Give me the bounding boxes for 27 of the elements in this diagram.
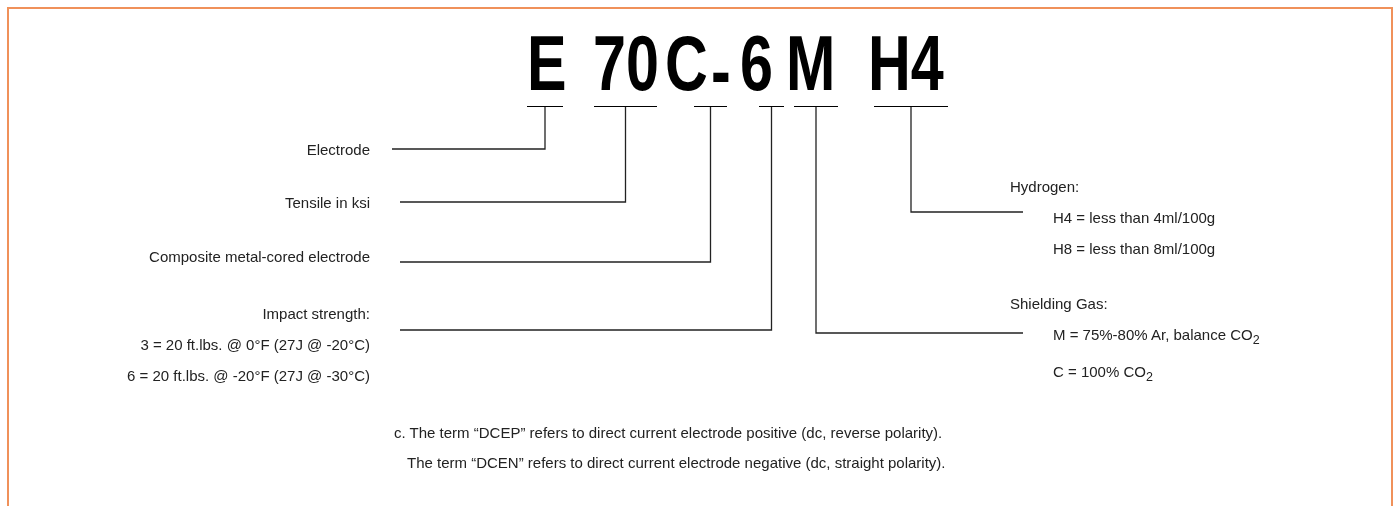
code-letter: M	[786, 28, 836, 98]
leader-line	[399, 106, 712, 263]
description-heading: Impact strength:	[261, 304, 370, 324]
description-heading: Electrode	[306, 140, 370, 160]
leader-line	[399, 106, 627, 203]
description-line: C = 100% CO$_{2}$	[1052, 362, 1154, 386]
code-letter: C	[665, 28, 708, 98]
leader-line	[391, 106, 546, 150]
footnote-text: c. The term “DCEP” refers to direct current electrode positive (dc, reverse polarity).	[394, 424, 943, 441]
description-heading: Tensile in ksi	[284, 193, 370, 213]
description-heading: Composite metal-cored electrode	[149, 247, 370, 267]
code-letter: 6	[740, 28, 773, 98]
code-letter: 70	[593, 28, 659, 98]
description-line: H4 = less than 4ml/100g	[1052, 208, 1216, 228]
description-line: 3 = 20 ft.lbs. @ 0°F (27J @ -20°C)	[139, 335, 370, 355]
description-heading: Shielding Gas:	[1010, 294, 1109, 314]
description-heading: Hydrogen:	[1010, 177, 1081, 197]
leader-line	[399, 106, 773, 331]
description-line: 6 = 20 ft.lbs. @ -20°F (27J @ -30°C)	[127, 366, 370, 386]
leader-line	[910, 106, 1024, 213]
description-line: M = 75%-80% Ar, balance CO$_{2}$	[1052, 325, 1260, 349]
description-line: H8 = less than 8ml/100g	[1052, 239, 1216, 259]
code-letter: E	[527, 28, 567, 98]
leader-line	[815, 106, 1024, 334]
code-dash: -	[711, 36, 731, 106]
code-letter: H4	[868, 28, 944, 98]
footnote-text: The term “DCEN” refers to direct current electrode negative (dc, straight polarity).	[407, 454, 946, 471]
